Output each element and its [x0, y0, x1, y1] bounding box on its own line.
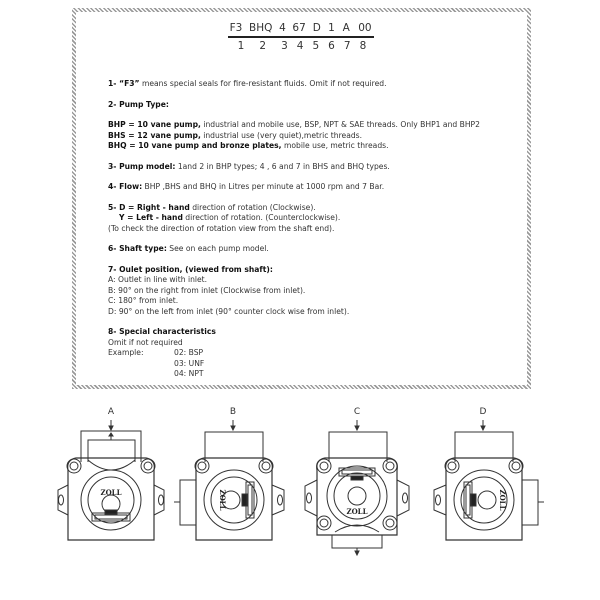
code-part: BHQ: [249, 22, 273, 34]
note-5-prefix: 5-: [108, 202, 120, 212]
outlet-position-item: D: 90° on the left from inlet (90° count…: [108, 306, 350, 316]
pump-diagram-b-icon: ZOLL: [174, 420, 285, 541]
outlet-position-item: B: 90° on the right from inlet (Clockwis…: [108, 285, 306, 295]
notes-frame: [72, 8, 531, 389]
code-position: 6: [328, 39, 335, 52]
note-1-text: means special seals for fire-resistant f…: [139, 79, 387, 88]
code-part: 4: [279, 22, 286, 34]
note-3: 3- Pump model: 1and 2 in BHP types; 4 , …: [108, 162, 528, 173]
note-4: 4- Flow: BHP ,BHS and BHQ in Litres per …: [108, 182, 528, 193]
note-6-text: See on each pump model.: [166, 244, 269, 253]
diagram-b: B ZOLL: [172, 400, 312, 570]
pump-type-lead: BHS = 12 vane pump,: [108, 130, 201, 140]
rotation-left-lead: Y = Left - hand: [119, 213, 183, 222]
diagram-label: B: [229, 407, 237, 417]
code-position: 4: [296, 39, 304, 52]
svg-text:ZOLL: ZOLL: [346, 507, 367, 516]
ordering-code-positions: 1 2 3 4 5 6 7 8: [228, 40, 374, 52]
diagram-label: C: [353, 407, 361, 417]
example-value: 03: UNF: [174, 358, 205, 368]
code-notes: 1- “F3” means special seals for fire-res…: [108, 79, 528, 380]
code-position: 8: [359, 39, 367, 52]
code-position: 2: [259, 39, 267, 52]
example-value: 02: BSP: [174, 348, 204, 357]
rotation-check-note: (To check the direction of rotation view…: [108, 223, 335, 233]
note-5: 5- D = Right - hand direction of rotatio…: [108, 203, 528, 235]
pump-type-text: industrial use (very quiet),metric threa…: [200, 130, 363, 140]
diagram-a: A ZOLL: [50, 400, 190, 570]
code-part: A: [342, 22, 350, 34]
ordering-code-parts: F3 BHQ 4 67 D 1 A 00: [228, 22, 374, 34]
note-6: 6- Shaft type: See on each pump model.: [108, 244, 528, 255]
note-7-heading: 7- Oulet position, (viewed from shaft):: [108, 264, 273, 274]
pump-diagram-c-icon: ZOLL: [304, 420, 410, 557]
rotation-right-text: direction of rotation (Clockwise).: [189, 202, 316, 212]
diagram-c: C ZOLL: [297, 400, 437, 570]
pump-type-text: mobile use, metric threads.: [281, 141, 389, 150]
example-row: Example: 02: BSP: [108, 348, 528, 359]
note-6-lead: 6- Shaft type:: [108, 244, 167, 253]
diagram-label: A: [107, 407, 115, 417]
code-position: 3: [281, 39, 288, 52]
code-divider: [228, 36, 374, 38]
example-row: 04: NPT: [108, 369, 528, 380]
note-1: 1- “F3” means special seals for fire-res…: [108, 79, 528, 90]
diagram-label: D: [479, 407, 487, 417]
pump-diagram-a-icon: ZOLL: [57, 420, 165, 541]
note-1-lead: 1- “F3”: [108, 79, 140, 88]
note-3-lead: 3- Pump model:: [108, 161, 176, 171]
note-7: 7- Oulet position, (viewed from shaft): …: [108, 265, 528, 318]
note-4-text: BHP ,BHS and BHQ in Litres per minute at…: [142, 182, 385, 191]
outlet-position-item: C: 180° from inlet.: [108, 296, 179, 305]
code-part: 1: [328, 22, 335, 34]
code-part: F3: [229, 22, 243, 34]
note-8-subtitle: Omit if not required: [108, 337, 183, 347]
code-position: 5: [312, 39, 320, 52]
pump-type-bhp: BHP = 10 vane pump, industrial and mobil…: [108, 120, 528, 131]
example-row: 03: UNF: [108, 359, 528, 370]
svg-text:ZOLL: ZOLL: [218, 489, 227, 510]
note-8-heading: 8- Special characteristics: [108, 327, 216, 336]
pump-type-bhs: BHS = 12 vane pump, industrial use (very…: [108, 131, 528, 142]
svg-text:ZOLL: ZOLL: [100, 488, 121, 497]
rotation-right-lead: D = Right - hand: [119, 202, 190, 212]
note-4-lead: 4- Flow:: [108, 182, 143, 191]
example-value: 04: NPT: [174, 369, 204, 378]
pump-type-lead: BHP = 10 vane pump,: [108, 120, 201, 129]
pump-type-text: industrial and mobile use, BSP, NPT & SA…: [200, 120, 480, 129]
diagram-d: D ZOLL: [420, 400, 560, 570]
code-position: 1: [237, 39, 245, 52]
rotation-left-text: direction of rotation. (Counterclockwise…: [182, 213, 341, 222]
example-label: Example:: [108, 348, 144, 357]
note-8: 8- Special characteristics Omit if not r…: [108, 327, 528, 380]
note-2-heading: 2- Pump Type:: [108, 99, 169, 109]
ordering-code: F3 BHQ 4 67 D 1 A 00 1 2 3 4 5 6 7 8: [228, 22, 374, 52]
pump-diagram-d-icon: ZOLL: [433, 420, 544, 541]
code-part: 00: [358, 22, 372, 34]
outlet-position-item: A: Outlet in line with inlet.: [108, 275, 208, 284]
pump-type-bhq: BHQ = 10 vane pump and bronze plates, mo…: [108, 141, 528, 152]
svg-text:ZOLL: ZOLL: [498, 489, 507, 510]
code-position: 7: [343, 39, 351, 52]
note-2-title: 2- Pump Type:: [108, 100, 528, 111]
code-part: 67: [292, 22, 306, 34]
code-part: D: [312, 22, 321, 34]
outlet-position-diagrams: A ZOLL B: [0, 400, 600, 600]
note-3-text: 1and 2 in BHP types; 4 , 6 and 7 in BHS …: [175, 161, 390, 171]
note-2-items: BHP = 10 vane pump, industrial and mobil…: [108, 120, 528, 152]
pump-type-lead: BHQ = 10 vane pump and bronze plates,: [108, 141, 282, 150]
